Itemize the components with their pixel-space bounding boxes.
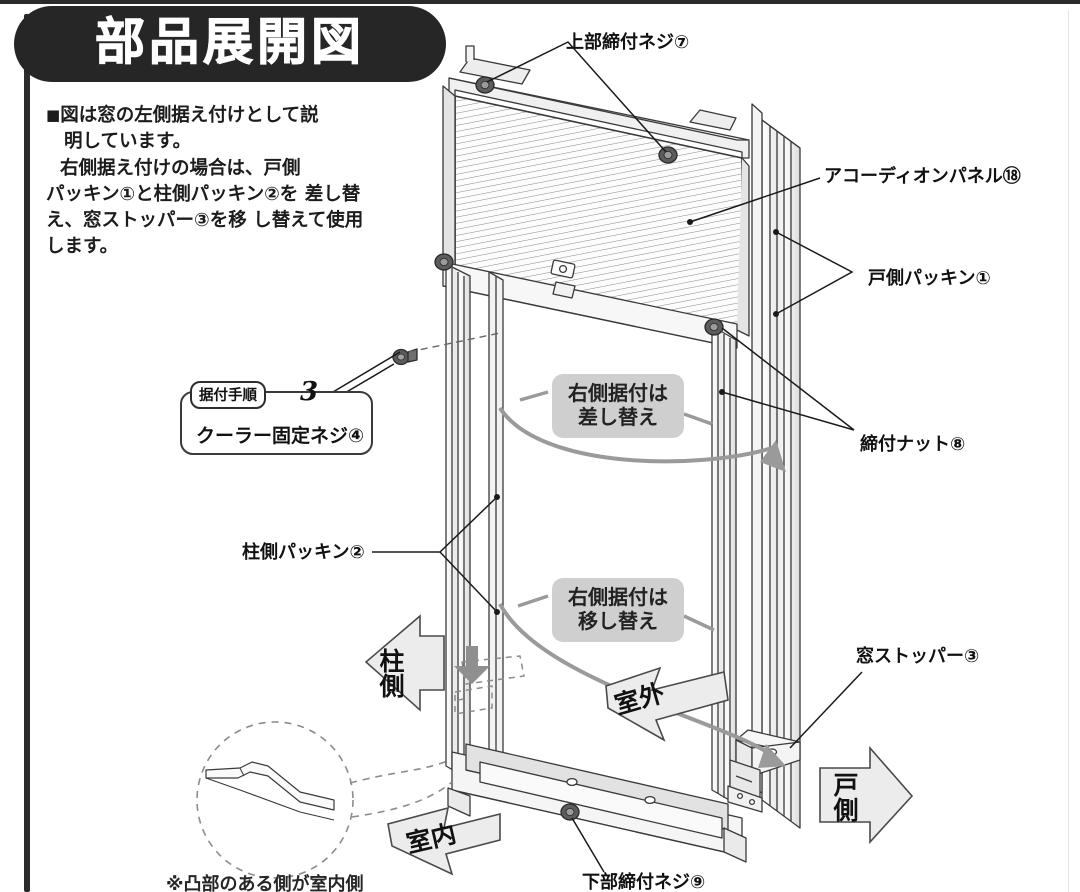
- leader-callout-to-screw: [332, 351, 401, 393]
- intro-line-1: 図は窓の左側据え付けとして説: [60, 105, 319, 126]
- intro-bold-packing-2: 柱側パッキン②: [153, 183, 280, 205]
- bolt-top-left: [475, 76, 495, 94]
- label-top-screw: 上部締付ネジ⑦: [566, 32, 690, 53]
- label-pillar-side-packing: 柱側パッキン②: [242, 542, 365, 563]
- intro-bold-door-side: 戸側: [263, 157, 301, 179]
- arrow-label-indoor: 室内: [403, 818, 459, 859]
- leader-top-screw: [486, 41, 667, 153]
- label-accordion-panel: アコーディオンパネル⑱: [824, 166, 1021, 187]
- note-box-swap: 右側据付は 差し替え: [552, 374, 684, 438]
- leader-lines: [332, 41, 863, 873]
- leader-nut-lower: [721, 391, 855, 431]
- panel-bottom-rail: [442, 259, 738, 349]
- cooler-fixing-screw-icon: [392, 348, 418, 366]
- note-swap-line-2: 差し替え: [578, 405, 658, 430]
- page-border-right: [1068, 10, 1069, 892]
- note-relocate-line-2: 移し替え: [578, 609, 658, 634]
- label-bottom-screw: 下部締付ネジ⑨: [582, 872, 706, 892]
- window-stopper-bracket: [727, 729, 801, 813]
- intro-line-5-end: を移: [209, 210, 247, 232]
- intro-bold-stopper: 窓ストッパー③: [83, 210, 210, 232]
- leader-accordion-panel: [689, 177, 821, 223]
- move-arrow-shaft: [466, 646, 478, 672]
- page-border-left: [24, 14, 30, 892]
- arrow-label-door-side: 戸側: [830, 772, 859, 822]
- pillar-side-packing-strip: [488, 271, 504, 767]
- intro-bold-packing-1: パッキン①: [46, 183, 136, 205]
- note-connector-lower-right: [683, 614, 715, 632]
- arrow-label-pillar-side: 柱側: [376, 648, 405, 698]
- note-swap-line-1: 右側据付は: [568, 381, 668, 405]
- note-connector-upper-right: [683, 412, 713, 426]
- intro-bullet: ■: [46, 106, 61, 124]
- accordion-panel: [442, 45, 750, 337]
- page-title-banner: 部品展開図: [14, 6, 446, 82]
- intro-paragraph: ■図は窓の左側据え付けとして説 明しています。 右側据え付けの場合は、戸側 パッ…: [46, 103, 376, 261]
- leader-pillar-packing-upper: [372, 496, 498, 553]
- intro-particle-1: を: [279, 183, 299, 205]
- page-title: 部品展開図: [95, 13, 365, 71]
- installation-step-badge: 据付手順: [190, 381, 266, 409]
- right-window-jamb: [751, 103, 801, 829]
- leader-dot-panel: [687, 219, 693, 225]
- bolt-top-right: [658, 146, 678, 164]
- swap-arrow-lower-head: [758, 744, 786, 768]
- nut-mid-right: [704, 318, 724, 336]
- footnote-text: ※凸部のある側が室内側: [166, 874, 364, 892]
- leader-door-packing: [775, 231, 854, 315]
- intro-line-2: 明しています。: [64, 131, 192, 153]
- intro-conjunction: と: [135, 183, 154, 205]
- swap-arrow-upper-head: [760, 440, 786, 472]
- note-relocate-line-1: 右側据付は: [568, 585, 668, 609]
- leader-bottom-screw: [571, 817, 605, 873]
- nut-mid-left: [434, 253, 454, 271]
- leader-pillar-packing-lower: [439, 551, 498, 613]
- note-connector-upper-left: [519, 390, 549, 402]
- arrow-label-outdoor: 室外: [611, 678, 668, 720]
- note-connector-lower-left: [517, 594, 549, 608]
- fastener-bolts: [392, 76, 724, 821]
- note-box-relocate: 右側据付は 移し替え: [552, 578, 684, 642]
- cooler-fixing-screw-label: クーラー固定ネジ④: [196, 425, 365, 447]
- bolt-bottom: [560, 803, 580, 821]
- screw-exploded-guide: [408, 332, 501, 353]
- intro-line-5-start: 差し替え、: [46, 183, 361, 232]
- right-frame-post: [711, 325, 737, 805]
- label-window-stopper: 窓ストッパー③: [856, 646, 980, 667]
- base-assembly: [447, 743, 747, 863]
- page-border-top: [0, 0, 1080, 4]
- left-frame-post: [445, 263, 471, 781]
- intro-line-6: し替えて使用します。: [46, 210, 364, 258]
- installation-step-number: 3: [300, 377, 319, 407]
- intro-line-3: 右側据え付けの場合は、: [60, 157, 264, 179]
- label-door-side-packing: 戸側パッキン①: [868, 268, 991, 289]
- leader-nut-upper: [721, 327, 855, 431]
- label-tightening-nut: 締付ナット⑧: [860, 434, 966, 455]
- leader-window-stopper: [789, 671, 863, 749]
- relocated-stopper-ghost: [454, 655, 525, 715]
- move-arrow-head: [454, 666, 490, 684]
